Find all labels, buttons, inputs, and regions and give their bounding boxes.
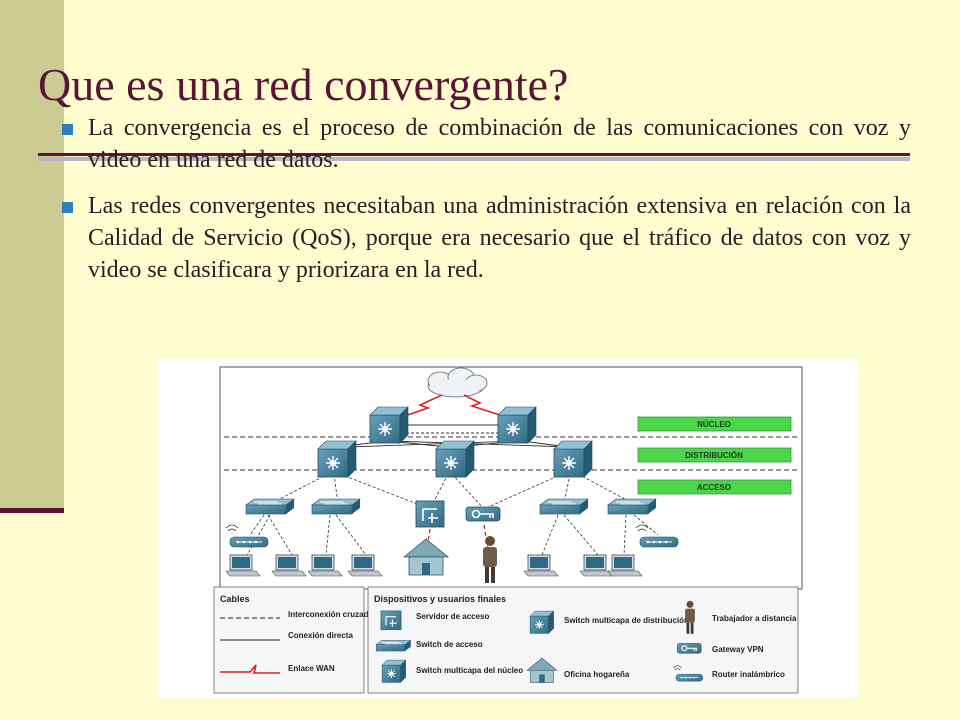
square-bullet-icon <box>62 124 73 135</box>
cable-crossover-label: Interconexión cruzada <box>288 610 373 619</box>
bullet-text: La convergencia es el proceso de combina… <box>88 115 911 173</box>
access-server-icon <box>415 500 445 528</box>
devices-legend-title: Dispositivos y usuarios finales <box>374 594 506 604</box>
wireless-router-icon <box>225 524 269 548</box>
pc-icon <box>307 554 343 577</box>
bullet-list: La convergencia es el proceso de combina… <box>62 112 911 300</box>
network-diagram: NÚCLEO DISTRIBUCIÓN ACCESO <box>158 359 858 697</box>
access-server-legend-icon <box>380 610 402 631</box>
legend-vpn-gateway: Gateway VPN <box>712 645 764 654</box>
title-underline-shadow <box>38 157 910 161</box>
cable-straight-label: Conexión directa <box>288 631 353 640</box>
distribution-switch-icon <box>553 440 593 478</box>
cable-wan-label: Enlace WAN <box>288 664 335 673</box>
legend-core-switch: Switch multicapa del núcleo <box>416 666 523 675</box>
vpn-gateway-icon <box>465 506 501 522</box>
square-bullet-icon <box>62 202 73 213</box>
distribution-switch-icon <box>435 440 475 478</box>
devices-legend: Dispositivos y usuarios finales Servidor… <box>367 586 799 694</box>
distribution-switch-legend-icon <box>529 610 555 634</box>
pc-icon <box>225 554 261 577</box>
access-switch-icon <box>311 498 361 515</box>
layer-name-distribution: DISTRIBUCIÓN <box>685 451 743 460</box>
pc-icon <box>607 554 643 577</box>
vpn-gateway-legend-icon <box>676 642 702 654</box>
distribution-switch-icon <box>317 440 357 478</box>
legend-home-office: Oficina hogareña <box>564 670 630 679</box>
teleworker-icon <box>483 536 497 583</box>
slide-title: Que es una red convergente? <box>38 59 569 110</box>
legend-access-switch: Switch de acceso <box>416 640 483 649</box>
legend-wireless-router: Router inalámbrico <box>712 670 785 679</box>
bullet-item: Las redes convergentes necesitaban una a… <box>62 190 911 286</box>
pc-icon <box>523 554 559 577</box>
side-decor-bar <box>0 0 64 508</box>
pc-icon <box>271 554 307 577</box>
core-switch-icon <box>497 406 537 444</box>
wan-cloud-icon <box>427 367 488 398</box>
bullet-text: Las redes convergentes necesitaban una a… <box>88 193 911 283</box>
legend-distribution-switch: Switch multicapa de distribución <box>564 616 689 625</box>
layer-label-access <box>637 479 792 495</box>
access-switch-legend-icon <box>375 639 412 652</box>
cables-legend: Cables Interconexión cruzada Conexión di… <box>213 586 373 694</box>
access-switch-icon <box>245 498 295 515</box>
cables-legend-title: Cables <box>220 594 250 604</box>
legend-teleworker: Trabajador a distancia <box>712 614 797 623</box>
access-switch-icon <box>607 498 657 515</box>
home-office-icon <box>403 538 449 576</box>
bullet-item: La convergencia es el proceso de combina… <box>62 112 911 176</box>
wireless-router-icon <box>635 524 679 548</box>
pc-icon <box>579 554 615 577</box>
wan-link-left <box>395 394 443 420</box>
access-switch-icon <box>539 498 589 515</box>
title-underline <box>38 153 910 156</box>
core-switch-legend-icon <box>381 659 407 683</box>
layer-label-distribution <box>637 447 792 463</box>
layer-name-access: ACCESO <box>697 483 731 492</box>
wan-link-right <box>463 394 507 418</box>
layer-label-core <box>637 416 792 432</box>
layer-name-core: NÚCLEO <box>697 420 731 429</box>
legend-access-server: Servidor de acceso <box>416 612 489 621</box>
pc-icon <box>347 554 383 577</box>
side-decor-rule <box>0 508 64 513</box>
core-switch-icon <box>369 406 409 444</box>
